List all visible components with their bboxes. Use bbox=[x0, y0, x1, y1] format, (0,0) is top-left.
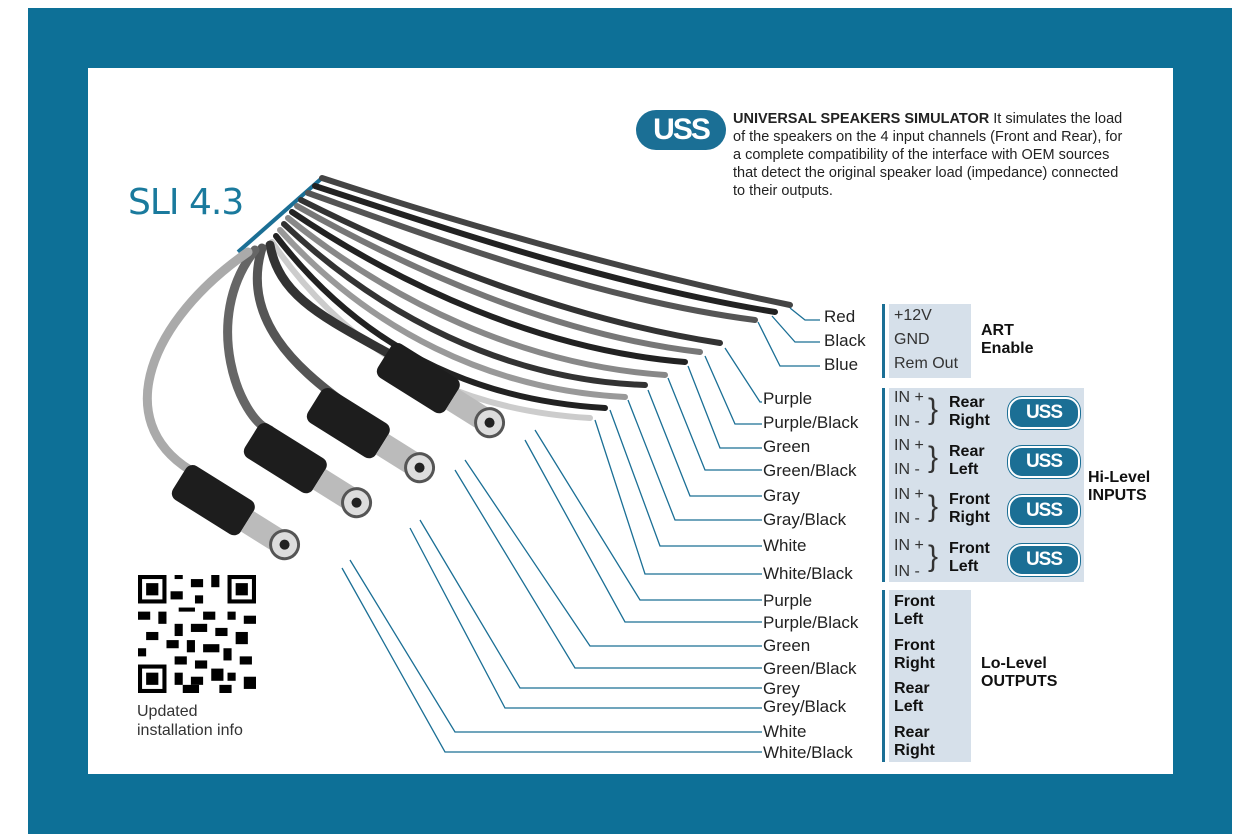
channel-line2: Right bbox=[894, 742, 935, 759]
hi-wire-label: Purple/Black bbox=[763, 413, 859, 432]
pin-in-minus: IN - bbox=[894, 461, 920, 478]
lo-channel-rear-right: Rear Right bbox=[894, 724, 935, 760]
lo-level-divider bbox=[882, 590, 885, 762]
hi-level-divider bbox=[882, 388, 885, 582]
hi-channel-front-right: Front Right bbox=[949, 491, 990, 527]
hi-wire-label: Gray bbox=[763, 486, 800, 505]
wire-label-black: Black bbox=[824, 331, 866, 350]
hi-channel-rear-left: Rear Left bbox=[949, 443, 985, 479]
lo-label-line1: Lo-Level bbox=[981, 655, 1047, 672]
pin-in-minus: IN - bbox=[894, 563, 920, 580]
art-label-line2: Enable bbox=[981, 340, 1034, 357]
brace-icon: } bbox=[928, 490, 939, 523]
brace-icon: } bbox=[928, 441, 939, 474]
leader-lines bbox=[341, 307, 820, 753]
channel-line2: Left bbox=[949, 558, 979, 575]
qr-caption: Updated installation info bbox=[137, 702, 243, 740]
lo-level-outputs-label: Lo-Level OUTPUTS bbox=[981, 655, 1057, 691]
uss-badge: USS bbox=[1008, 397, 1080, 429]
lo-wire-label: Purple bbox=[763, 591, 813, 610]
wire-label-red: Red bbox=[824, 307, 856, 326]
uss-badge: USS bbox=[1008, 544, 1080, 576]
channel-line1: Rear bbox=[949, 394, 985, 411]
signal-plus12v: +12V bbox=[894, 307, 932, 324]
channel-line2: Left bbox=[894, 611, 924, 628]
hi-wire-label: White bbox=[763, 536, 807, 555]
channel-line2: Left bbox=[894, 698, 924, 715]
art-signal-block bbox=[889, 304, 971, 378]
hi-channel-rear-right: Rear Right bbox=[949, 394, 990, 430]
hi-label-line2: INPUTS bbox=[1088, 487, 1147, 504]
uss-badge: USS bbox=[1008, 446, 1080, 478]
rca-cables bbox=[142, 240, 405, 475]
qr-caption-line1: Updated bbox=[137, 703, 198, 720]
channel-line1: Rear bbox=[894, 680, 930, 697]
uss-body: It simulates the load of the speakers on… bbox=[733, 111, 1123, 199]
lo-wire-label: White/Black bbox=[763, 743, 853, 762]
signal-rem-out: Rem Out bbox=[894, 355, 959, 372]
wire-label-blue: Blue bbox=[824, 355, 859, 374]
lo-wire-label: Grey bbox=[763, 679, 800, 698]
lo-wire-label: White bbox=[763, 722, 807, 741]
pin-in-minus: IN - bbox=[894, 510, 920, 527]
lo-wire-label: Green bbox=[763, 636, 811, 655]
pin-in-plus: IN + bbox=[894, 389, 924, 406]
channel-line2: Right bbox=[949, 509, 990, 526]
channel-line1: Front bbox=[949, 540, 990, 557]
art-enable-label: ART Enable bbox=[981, 322, 1033, 358]
lo-wire-label: Purple/Black bbox=[763, 613, 859, 632]
channel-line1: Rear bbox=[949, 443, 985, 460]
uss-badge: USS bbox=[1008, 495, 1080, 527]
brace-icon: } bbox=[928, 393, 939, 426]
brace-icon: } bbox=[928, 540, 939, 573]
hi-wire-label: White/Black bbox=[763, 564, 853, 583]
rca-plugs bbox=[171, 343, 506, 561]
hi-wire-label: Gray/Black bbox=[763, 510, 847, 529]
channel-line2: Right bbox=[949, 412, 990, 429]
pin-in-plus: IN + bbox=[894, 486, 924, 503]
pin-in-plus: IN + bbox=[894, 537, 924, 554]
pin-in-minus: IN - bbox=[894, 413, 920, 430]
hi-label-line1: Hi-Level bbox=[1088, 469, 1151, 486]
lo-channel-rear-left: Rear Left bbox=[894, 680, 930, 716]
hi-wire-label: Green/Black bbox=[763, 461, 857, 480]
channel-line2: Right bbox=[894, 655, 935, 672]
signal-gnd: GND bbox=[894, 331, 930, 348]
channel-line1: Front bbox=[894, 593, 935, 610]
lo-channel-front-right: Front Right bbox=[894, 637, 935, 673]
lo-label-line2: OUTPUTS bbox=[981, 673, 1058, 690]
uss-heading: UNIVERSAL SPEAKERS SIMULATOR bbox=[733, 111, 990, 127]
art-label-line1: ART bbox=[981, 322, 1014, 339]
channel-line2: Left bbox=[949, 461, 979, 478]
pin-in-plus: IN + bbox=[894, 437, 924, 454]
product-title: SLI 4.3 bbox=[128, 182, 244, 223]
qr-code[interactable] bbox=[138, 575, 256, 693]
lo-channel-front-left: Front Left bbox=[894, 593, 935, 629]
hi-wire-label: Purple bbox=[763, 389, 813, 408]
lo-wire-label: Green/Black bbox=[763, 659, 857, 678]
speaker-wires bbox=[269, 175, 793, 421]
art-divider bbox=[882, 304, 885, 378]
lo-level-block bbox=[889, 590, 971, 762]
uss-description: UNIVERSAL SPEAKERS SIMULATOR It simulate… bbox=[733, 110, 1133, 200]
hi-channel-front-left: Front Left bbox=[949, 540, 990, 576]
hi-wire-label: Green bbox=[763, 437, 811, 456]
qr-caption-line2: installation info bbox=[137, 722, 243, 739]
hi-level-inputs-label: Hi-Level INPUTS bbox=[1088, 469, 1150, 505]
lo-wire-label: Grey/Black bbox=[763, 697, 847, 716]
channel-line1: Front bbox=[949, 491, 990, 508]
channel-line1: Rear bbox=[894, 724, 930, 741]
channel-line1: Front bbox=[894, 637, 935, 654]
uss-logo: USS bbox=[636, 110, 726, 150]
